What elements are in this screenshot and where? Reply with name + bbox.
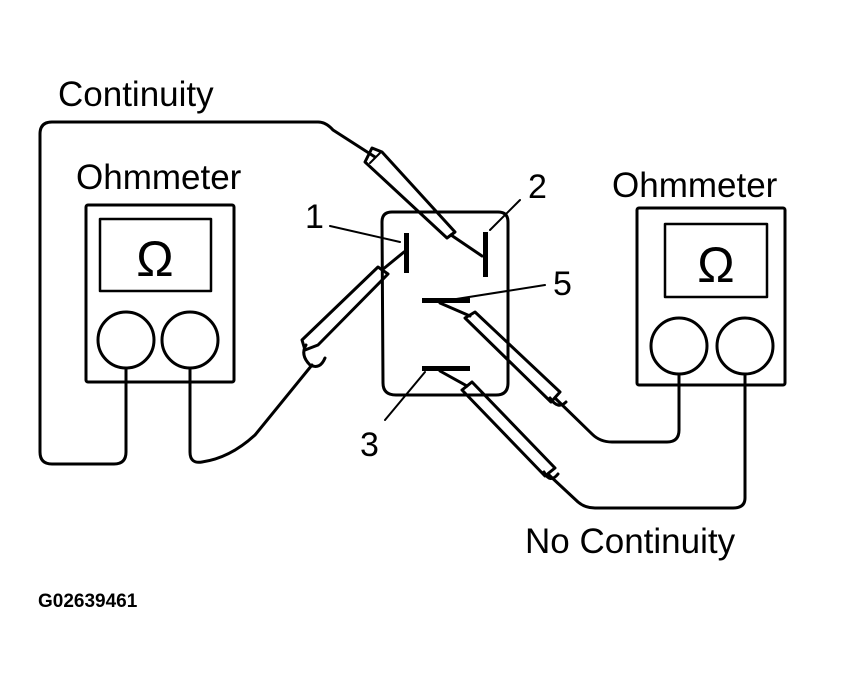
- relay-terminal-2: [483, 232, 488, 277]
- ohmmeter-left: Ω: [84, 203, 236, 384]
- label-terminal-3: 3: [360, 426, 379, 464]
- ohmmeter-left-terminal-v: [160, 310, 220, 370]
- label-terminal-5: 5: [553, 265, 572, 303]
- ohmmeter-left-omega-icon: Ω: [136, 231, 173, 287]
- label-continuity: Continuity: [58, 75, 214, 114]
- wire-left-v: [188, 363, 314, 464]
- ohmmeter-left-terminal-com: [96, 310, 156, 370]
- label-figure-code: G02639461: [38, 591, 138, 612]
- probe-terminal-2: [363, 146, 484, 258]
- ohmmeter-right-body: [635, 206, 787, 387]
- ohmmeter-right-display: [663, 222, 769, 299]
- leader-terminal-5: [449, 284, 546, 301]
- relay-terminal-3: [422, 366, 470, 371]
- ohmmeter-right-terminal-com: [649, 316, 709, 376]
- probe-terminal-1: [300, 250, 406, 368]
- ohmmeter-right-terminal-v: [715, 316, 775, 376]
- wires: [38, 120, 747, 510]
- label-ohmmeter-left: Ohmmeter: [76, 158, 242, 197]
- leader-terminal-3: [384, 371, 426, 421]
- relay-body: [380, 210, 510, 397]
- leader-terminal-1: [329, 225, 401, 243]
- leader-terminal-2: [489, 199, 521, 231]
- wire-right-v: [547, 372, 747, 510]
- label-terminal-2: 2: [528, 168, 547, 206]
- leader-lines: [329, 199, 546, 421]
- relay: [380, 210, 510, 397]
- relay-terminal-5: [422, 298, 470, 303]
- probe-terminal-5: [438, 301, 568, 407]
- relay-terminal-1: [404, 233, 409, 273]
- ohmmeter-right-omega-icon: Ω: [697, 237, 734, 293]
- label-terminal-1: 1: [305, 198, 324, 236]
- ohmmeter-right: Ω: [635, 206, 787, 387]
- label-ohmmeter-right: Ohmmeter: [612, 166, 778, 205]
- probe-terminal-3: [438, 369, 560, 480]
- label-no-continuity: No Continuity: [525, 522, 736, 561]
- ohmmeter-left-display: [98, 217, 213, 293]
- wire-right-com: [553, 372, 681, 444]
- probes: [300, 146, 568, 480]
- wire-continuity-top: [38, 120, 377, 466]
- ohmmeter-left-body: [84, 203, 236, 384]
